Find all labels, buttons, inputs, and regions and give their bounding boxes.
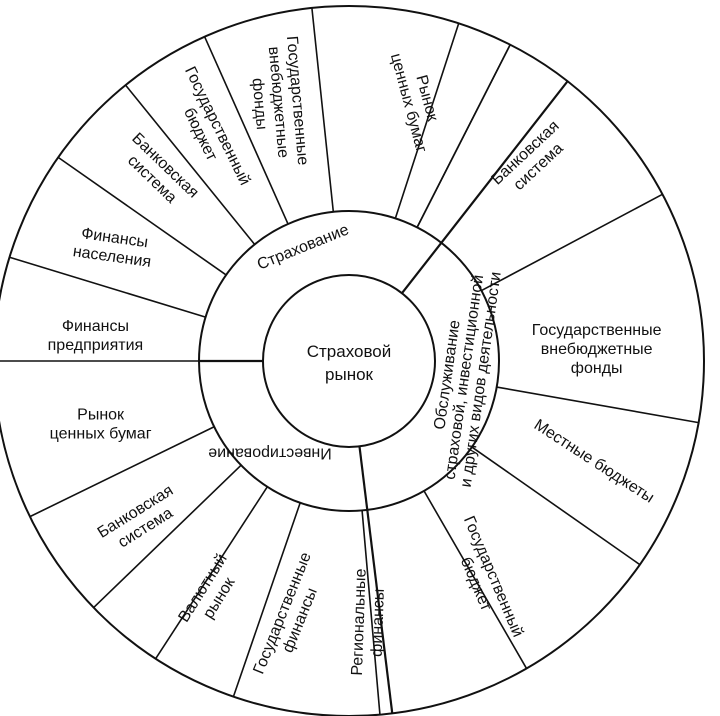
segment-divider [203, 36, 289, 225]
band-label-insurance: Страхование [255, 221, 352, 273]
segment-label-line: Местные бюджеты [531, 416, 657, 506]
segment-label: Местные бюджеты [531, 416, 657, 506]
center-title-line1: Страховой [307, 342, 392, 361]
segment-label-line: Государственные [532, 322, 662, 339]
band-label-investment: Инвестирование [208, 445, 332, 462]
segment-divider [394, 23, 460, 219]
segment-divider [93, 464, 242, 609]
segment-divider [416, 44, 511, 228]
segment-divider [9, 256, 206, 318]
center-label: Страховой рынок [307, 342, 392, 384]
segment-divider [29, 426, 215, 518]
segment-divider [423, 490, 528, 669]
segment-divider [496, 386, 699, 424]
inner-circle [262, 274, 436, 448]
segment-label: Государственные внебюджетные фонды [532, 322, 662, 377]
segment-label-line: предприятия [48, 337, 144, 354]
segment-divider [361, 510, 381, 715]
center-title-line2: рынок [325, 365, 374, 384]
segment-divider [124, 84, 256, 245]
segment-label-line: Рынок [77, 406, 125, 423]
segment-divider [311, 7, 335, 212]
outer-ring [0, 5, 705, 716]
segment-label-line: Региональные [349, 568, 370, 676]
segment-label: Рынок ценных бумаг [50, 406, 152, 442]
segment-label-line: ценных бумаг [50, 425, 152, 442]
segment-label: Финансы предприятия [48, 318, 144, 354]
segment-divider [471, 446, 641, 566]
segment-dividers [0, 7, 699, 715]
segment-label-line: Финансы [62, 318, 129, 335]
segment-divider [481, 193, 663, 292]
segment-divider [57, 156, 227, 276]
segment-divider [154, 486, 268, 660]
segment-label-line: фонды [248, 77, 269, 130]
segment-divider [232, 502, 301, 697]
service-sector-boundary [401, 80, 569, 294]
service-sector-boundary [358, 446, 394, 714]
segment-label-line: финансы [369, 588, 388, 657]
segment-label-line: внебюджетные [541, 341, 653, 358]
segment-label-line: фонды [571, 360, 623, 377]
